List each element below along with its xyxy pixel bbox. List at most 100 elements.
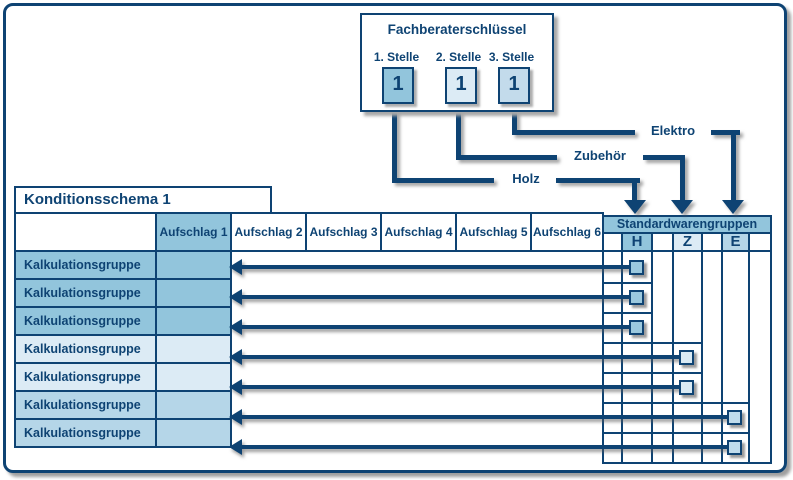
marker-square-z	[679, 380, 694, 395]
marker-square-h	[629, 320, 644, 335]
stelle-1-label: 1. Stelle	[373, 50, 420, 64]
elektro-vertical-line	[512, 108, 517, 135]
keybox-title: Fachberaterschlüssel	[387, 22, 527, 37]
konditionsschema-table: Aufschlag 1 Aufschlag 2 Aufschlag 3 Aufs…	[14, 212, 604, 448]
row-label: Kalkulationsgruppe	[14, 390, 157, 420]
table-row: Kalkulationsgruppe	[14, 306, 603, 336]
zubehoer-left-line	[456, 155, 557, 160]
mini-column-spacer-4	[748, 232, 772, 464]
elektro-right-line	[711, 130, 740, 135]
grid-separator	[604, 402, 621, 404]
aufschlag-1-value-cell	[155, 278, 232, 308]
arrow-line	[240, 385, 680, 389]
branch-label-holz: Holz	[512, 171, 540, 186]
outer-frame	[3, 3, 787, 473]
table-row: Kalkulationsgruppe	[14, 278, 603, 308]
digit-box-2: 1	[445, 67, 477, 104]
group-column-e-label: E	[723, 234, 748, 250]
grid-separator	[653, 250, 672, 252]
stelle-2-label: 2. Stelle	[435, 50, 482, 64]
header-aufschlag-6: Aufschlag 6	[530, 212, 604, 252]
table-header-row: Aufschlag 1 Aufschlag 2 Aufschlag 3 Aufs…	[14, 212, 604, 252]
elektro-arrowhead-icon	[722, 200, 744, 214]
grid-separator	[623, 250, 651, 252]
holz-down-line	[632, 178, 637, 203]
mini-column-e: E	[721, 232, 750, 464]
merged-aufschlag-region	[230, 250, 604, 448]
marker-square-h	[629, 260, 644, 275]
arrow-line	[240, 415, 728, 419]
table-title: Konditionsschema 1	[14, 186, 272, 214]
aufschlag-1-value-cell	[155, 390, 232, 420]
left-arrowhead-icon	[229, 349, 242, 365]
grid-separator	[653, 342, 672, 344]
left-arrowhead-icon	[229, 409, 242, 425]
elektro-down-line	[731, 130, 736, 203]
grid-separator	[604, 250, 621, 252]
left-arrowhead-icon	[229, 289, 242, 305]
arrow-line	[240, 295, 630, 299]
marker-square-h	[629, 290, 644, 305]
branch-label-elektro: Elektro	[650, 123, 696, 138]
holz-left-line	[392, 178, 494, 183]
digit-box-3: 1	[498, 67, 530, 104]
marker-square-e	[727, 410, 742, 425]
grid-separator	[674, 342, 701, 344]
zubehoer-arrowhead-icon	[671, 200, 693, 214]
grid-separator	[604, 282, 621, 284]
holz-vertical-line	[392, 108, 397, 183]
header-aufschlag-2: Aufschlag 2	[230, 212, 307, 252]
grid-separator	[623, 282, 651, 284]
row-label: Kalkulationsgruppe	[14, 418, 157, 448]
aufschlag-1-value-cell	[155, 250, 232, 280]
aufschlag-1-value-cell	[155, 418, 232, 448]
aufschlag-1-value-cell	[155, 306, 232, 336]
grid-separator	[623, 402, 651, 404]
zubehoer-vertical-line	[456, 108, 461, 160]
branch-label-zubehoer: Zubehör	[574, 148, 626, 163]
grid-separator	[723, 432, 748, 434]
mini-column-spacer-3	[701, 232, 723, 464]
grid-separator	[674, 372, 701, 374]
zubehoer-down-line	[680, 155, 685, 203]
table-row: Kalkulationsgruppe	[14, 418, 603, 448]
row-label: Kalkulationsgruppe	[14, 306, 157, 336]
grid-separator	[623, 342, 651, 344]
header-aufschlag-4: Aufschlag 4	[380, 212, 457, 252]
fachberaterschluessel-box: Fachberaterschlüssel 1. Stelle 2. Stelle…	[360, 13, 554, 112]
grid-separator	[674, 432, 701, 434]
header-blank-cell	[14, 212, 157, 252]
left-arrowhead-icon	[229, 379, 242, 395]
elektro-left-line	[512, 130, 635, 135]
group-column-h-label: H	[623, 234, 651, 250]
table-row: Kalkulationsgruppe	[14, 334, 603, 364]
header-aufschlag-3: Aufschlag 3	[305, 212, 382, 252]
row-label: Kalkulationsgruppe	[14, 250, 157, 280]
grid-separator	[604, 312, 621, 314]
aufschlag-1-value-cell	[155, 334, 232, 364]
grid-separator	[623, 372, 651, 374]
marker-square-z	[679, 350, 694, 365]
grid-separator	[703, 432, 721, 434]
grid-separator	[604, 372, 621, 374]
grid-separator	[703, 250, 721, 252]
aufschlag-1-value-cell	[155, 362, 232, 392]
mini-column-z: Z	[672, 232, 703, 464]
stelle-3-label: 3. Stelle	[488, 50, 535, 64]
left-arrowhead-icon	[229, 259, 242, 275]
left-arrowhead-icon	[229, 439, 242, 455]
row-label: Kalkulationsgruppe	[14, 362, 157, 392]
holz-arrowhead-icon	[624, 200, 646, 214]
grid-separator	[623, 432, 651, 434]
grid-separator	[623, 312, 651, 314]
group-column-z-label: Z	[674, 234, 701, 250]
arrow-line	[240, 445, 728, 449]
header-aufschlag-1: Aufschlag 1	[155, 212, 232, 252]
table-row: Kalkulationsgruppe	[14, 362, 603, 392]
grid-separator	[750, 250, 770, 252]
grid-separator	[703, 402, 721, 404]
marker-square-e	[727, 440, 742, 455]
grid-separator	[604, 342, 621, 344]
left-arrowhead-icon	[229, 319, 242, 335]
